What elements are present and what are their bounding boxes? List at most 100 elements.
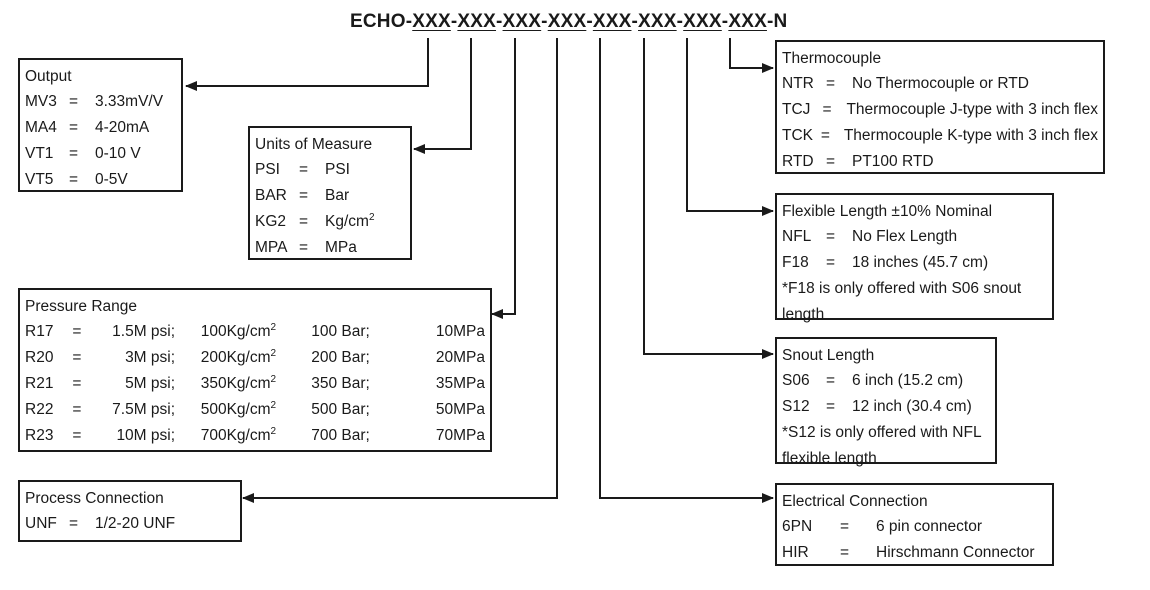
range-bar: 200 Bar; [311,349,370,366]
range-mpa: 35MPa [435,375,485,392]
option-code: MA4 [25,119,57,136]
equals-sign: = [840,544,850,561]
range-mpa: 70MPa [435,427,485,444]
equals-sign: = [826,372,836,389]
option-desc: Kg/cm2 [325,209,375,235]
unit-text: 100Kg/cm [200,323,271,340]
option-desc: Hirschmann Connector [876,544,1035,561]
option-code: TCK [782,127,813,144]
output-row: VT5=0-5V [25,167,176,193]
option-desc: No Thermocouple or RTD [852,75,1029,92]
title-segment-flex: XXX [683,11,722,32]
units-row: BAR = Bar [255,183,405,209]
option-code: HIR [782,544,809,561]
unit-text: 350Kg/cm [200,375,271,392]
flex-header: Flexible Length ±10% Nominal [782,203,993,220]
flex-row: F18=18 inches (45.7 cm) [782,250,1047,276]
option-desc: 6 pin connector [876,518,982,535]
title-segment-units: XXX [457,11,497,32]
unit-superscript: 2 [270,348,277,359]
option-code: R21 [25,375,54,392]
option-code: MPA [255,239,288,256]
process-header: Process Connection [25,490,164,507]
option-code: NTR [782,75,814,92]
flex-row: NFL=No Flex Length [782,224,1047,250]
units-row: KG2=Kg/cm2 [255,209,405,235]
title-segment-thermocouple: XXX [728,11,767,32]
equals-sign: = [826,254,836,271]
snout-row: S06=6 inch (15.2 cm) [782,368,990,394]
range-psi: 10M psi; [116,427,176,444]
snout-length-box: Snout Length S06=6 inch (15.2 cm) S12=12… [775,337,997,467]
unit-superscript: 2 [270,322,277,333]
range-bar: 350 Bar; [311,375,370,392]
option-code: UNF [25,515,57,532]
connector-snout [643,38,774,359]
connector-process [242,38,558,503]
connector-electrical [599,38,774,503]
equals-sign: = [826,228,836,245]
units-box: Units of Measure PSI=PSI BAR=Bar KG2=Kg/… [248,126,412,260]
process-row: UNF=1/2-20 UNF [25,511,235,537]
equals-sign: = [840,518,850,535]
option-desc: MPa [325,239,357,256]
equals-sign: = [72,349,82,366]
option-desc: PSI [325,161,350,178]
option-code: VT1 [25,145,54,162]
snout-note: *S12 is only offered with NFL flexible l… [782,424,982,467]
range-kg: 200Kg/cm2 [201,345,312,371]
range-kg: 500Kg/cm2 [201,397,312,423]
range-psi: 7.5M psi; [112,401,176,418]
option-desc: 4-20mA [95,119,150,136]
unit-text: 200Kg/cm [200,349,271,366]
equals-sign: = [69,145,79,162]
equals-sign: = [69,119,79,136]
process-connection-box: Process Connection UNF=1/2-20 UNF [18,480,242,542]
title-separator: - [541,11,548,32]
option-code: R23 [25,427,54,444]
output-box: Output MV3=3.33mV/V MA4 = 4-20mA VT1 = 0-10 … [18,58,183,192]
snout-row: S12=12 inch (30.4 cm) [782,394,990,420]
output-header: Output [25,68,72,85]
flex-note: *F18 is only offered with S06 snout leng… [782,280,1022,323]
snout-header: Snout Length [782,347,875,364]
range-psi: 3M psi; [125,349,176,366]
option-desc: Thermocouple J-type with 3 inch flex [846,101,1098,118]
units-row: PSI=PSI [255,157,405,183]
electrical-header: Electrical Connection [782,493,928,510]
range-kg: 350Kg/cm2 [201,371,312,397]
range-kg: 700Kg/cm2 [201,423,312,449]
output-row: MV3=3.33mV/V [25,89,176,115]
thermocouple-header: Thermocouple [782,50,882,67]
option-code: VT5 [25,171,54,188]
flexible-length-box: Flexible Length ±10% Nominal NFL=No Flex… [775,193,1054,323]
electrical-row: 6PN=6 pin connector [782,514,1047,540]
output-row: MA4 = 4-20mA [25,115,176,141]
equals-sign: = [826,153,836,170]
option-code: KG2 [255,213,287,230]
connector-units [413,38,472,154]
option-code: R20 [25,349,54,366]
option-desc: 12 inch (30.4 cm) [852,398,972,415]
equals-sign: = [69,171,79,188]
range-mpa: 10MPa [435,323,485,340]
unit-text: Kg/cm [325,213,369,230]
pressure-header: Pressure Range [25,298,138,315]
range-mpa: 20MPa [435,349,485,366]
option-code: RTD [782,153,814,170]
option-code: BAR [255,187,287,204]
unit-superscript: 2 [270,400,277,411]
unit-text: 700Kg/cm [200,427,271,444]
option-code: R17 [25,323,54,340]
equals-sign: = [69,515,79,532]
option-desc: Bar [325,187,350,204]
option-desc: 0-10 V [95,145,141,162]
connector-flex [686,38,774,216]
range-psi: 1.5M psi; [112,323,176,340]
title-suffix: N [773,11,788,32]
equals-sign: = [299,187,309,204]
